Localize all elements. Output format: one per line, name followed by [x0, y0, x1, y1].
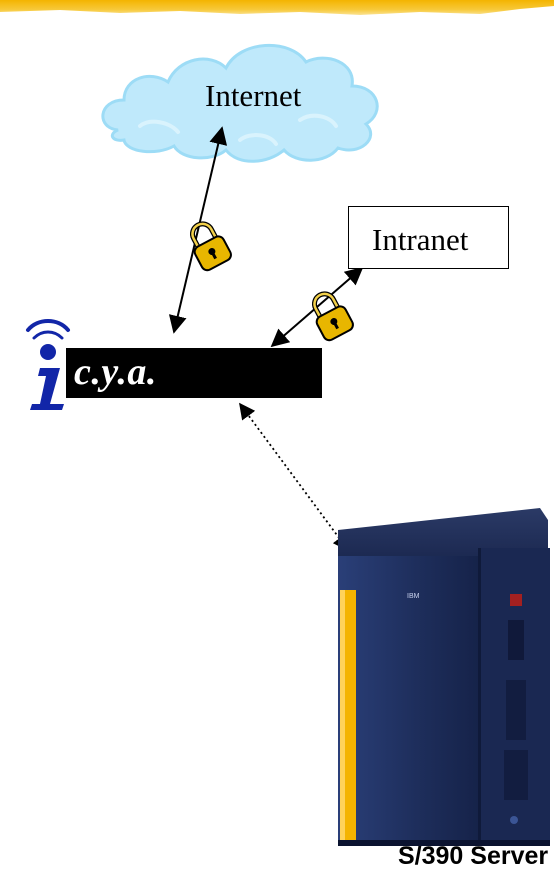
internet-icya-connector — [168, 126, 228, 334]
icya-label: c.y.a. — [74, 351, 157, 393]
icya-server-connector — [239, 402, 349, 552]
server-label: S/390 Server — [398, 842, 549, 870]
lock-icon — [312, 291, 354, 342]
lock-icon — [190, 221, 232, 272]
internet-label: Internet — [205, 78, 302, 113]
i-logo-icon — [26, 319, 70, 410]
server-icon — [338, 508, 550, 846]
icya-banner — [66, 348, 322, 398]
intranet-box — [348, 206, 509, 269]
ibm-logo-text: IBM — [407, 593, 420, 600]
top-decorative-band — [0, 0, 554, 15]
intranet-label: Intranet — [372, 222, 469, 257]
